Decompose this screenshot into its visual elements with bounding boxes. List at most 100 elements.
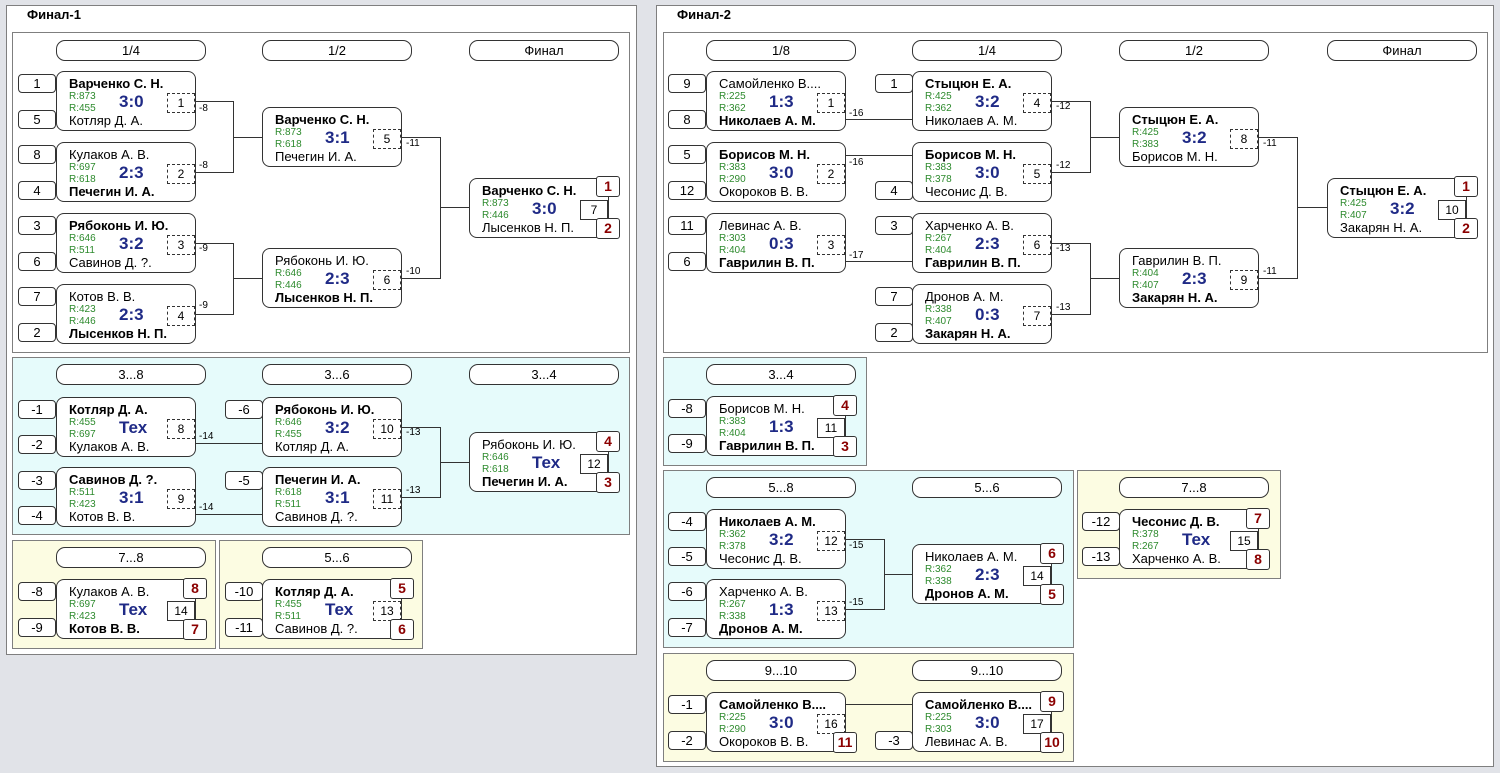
player-top: Рябоконь И. Ю. bbox=[482, 437, 576, 452]
rating-bottom: R:404 bbox=[719, 245, 746, 256]
rating-top: R:362 bbox=[925, 564, 952, 575]
bracket-line bbox=[1090, 137, 1119, 138]
player-top: Стыцюн Е. А. bbox=[1340, 183, 1427, 198]
seed-box: -9 bbox=[668, 434, 706, 453]
match-score: 3:0 bbox=[119, 92, 144, 111]
match-box[interactable]: Варченко С. Н. R:873 R:446 3:0 7 Лысенко… bbox=[469, 178, 609, 238]
player-top: Борисов М. Н. bbox=[925, 147, 1017, 162]
player-bottom: Закарян Н. А. bbox=[1340, 220, 1423, 235]
rating-bottom: R:511 bbox=[275, 499, 301, 510]
place-badge: 4 bbox=[596, 431, 620, 452]
match-box[interactable]: Кулаков А. В. R:697 R:618 2:3 2 Печегин … bbox=[56, 142, 196, 202]
match-box[interactable]: Чесонис Д. В. R:378 R:267 Тех 15 Харченк… bbox=[1119, 509, 1259, 569]
bracket-line bbox=[233, 278, 262, 279]
seed-box: -10 bbox=[225, 582, 263, 601]
match-box[interactable]: Николаев А. М. R:362 R:338 2:3 14 Дронов… bbox=[912, 544, 1052, 604]
round-header: 3...4 bbox=[706, 364, 856, 385]
loser-link: -13 bbox=[406, 485, 421, 496]
round-header: 3...6 bbox=[262, 364, 412, 385]
player-bottom: Закарян Н. А. bbox=[1132, 290, 1218, 305]
match-box[interactable]: Борисов М. Н. R:383 R:404 1:3 11 Гаврили… bbox=[706, 396, 846, 456]
round-header: 9...10 bbox=[706, 660, 856, 681]
rating-bottom: R:404 bbox=[925, 245, 952, 256]
player-top: Рябоконь И. Ю. bbox=[275, 402, 375, 417]
player-top: Кулаков А. В. bbox=[69, 584, 150, 599]
player-bottom: Левинас А. В. bbox=[925, 734, 1008, 749]
bracket-line bbox=[402, 137, 440, 138]
rating-top: R:425 bbox=[1132, 127, 1159, 138]
match-box[interactable]: Стыцюн Е. А. R:425 R:407 3:2 10 Закарян … bbox=[1327, 178, 1467, 238]
round-header: 3...4 bbox=[469, 364, 619, 385]
loser-link: -13 bbox=[1056, 302, 1071, 313]
loser-link: -16 bbox=[849, 108, 864, 119]
seed-box: -6 bbox=[668, 582, 706, 601]
match-score: Тех bbox=[119, 600, 148, 619]
match-box[interactable]: Стыцюн Е. А. R:425 R:383 3:2 8 Борисов М… bbox=[1119, 107, 1259, 167]
match-box[interactable]: Левинас А. В. R:303 R:404 0:3 3 Гаврилин… bbox=[706, 213, 846, 273]
match-number: 6 bbox=[373, 270, 401, 290]
match-box[interactable]: Котов В. В. R:423 R:446 2:3 4 Лысенков Н… bbox=[56, 284, 196, 344]
player-bottom: Печегин И. А. bbox=[275, 149, 357, 164]
match-box[interactable]: Рябоконь И. Ю. R:646 R:455 3:2 10 Котляр… bbox=[262, 397, 402, 457]
match-box[interactable]: Самойленко В.... R:225 R:362 1:3 1 Никол… bbox=[706, 71, 846, 131]
match-box[interactable]: Котляр Д. А. R:455 R:511 Тех 13 Савинов … bbox=[262, 579, 402, 639]
match-number: 14 bbox=[167, 601, 195, 621]
player-top: Самойленко В.... bbox=[719, 76, 821, 91]
loser-link: -15 bbox=[849, 540, 864, 551]
match-box[interactable]: Варченко С. Н. R:873 R:455 3:0 1 Котляр … bbox=[56, 71, 196, 131]
player-bottom: Окороков В. В. bbox=[719, 184, 809, 199]
match-box[interactable]: Борисов М. Н. R:383 R:290 3:0 2 Окороков… bbox=[706, 142, 846, 202]
match-number: 2 bbox=[167, 164, 195, 184]
match-box[interactable]: Савинов Д. ?. R:511 R:423 3:1 9 Котов В.… bbox=[56, 467, 196, 527]
seed-box: -6 bbox=[225, 400, 263, 419]
match-number: 1 bbox=[167, 93, 195, 113]
match-box[interactable]: Харченко А. В. R:267 R:404 2:3 6 Гаврили… bbox=[912, 213, 1052, 273]
match-box[interactable]: Варченко С. Н. R:873 R:618 3:1 5 Печегин… bbox=[262, 107, 402, 167]
match-box[interactable]: Харченко А. В. R:267 R:338 1:3 13 Дронов… bbox=[706, 579, 846, 639]
match-box[interactable]: Самойленко В.... R:225 R:290 3:0 16 Окор… bbox=[706, 692, 846, 752]
rating-top: R:225 bbox=[719, 712, 746, 723]
bracket-line bbox=[196, 243, 233, 244]
bracket-line bbox=[1052, 314, 1090, 315]
match-score: 3:2 bbox=[119, 234, 144, 253]
match-number: 17 bbox=[1023, 714, 1051, 734]
final1-title: Финал-1 bbox=[27, 7, 81, 22]
match-box[interactable]: Рябоконь И. Ю. R:646 R:511 3:2 3 Савинов… bbox=[56, 213, 196, 273]
match-number: 7 bbox=[580, 200, 608, 220]
rating-bottom: R:407 bbox=[925, 316, 952, 327]
player-bottom: Печегин И. А. bbox=[69, 184, 155, 199]
seed-box: -3 bbox=[875, 731, 913, 750]
rating-top: R:873 bbox=[69, 91, 96, 102]
match-number: 9 bbox=[1230, 270, 1258, 290]
rating-bottom: R:618 bbox=[482, 464, 509, 475]
match-box[interactable]: Николаев А. М. R:362 R:378 3:2 12 Чесони… bbox=[706, 509, 846, 569]
rating-bottom: R:446 bbox=[69, 316, 96, 327]
rating-bottom: R:362 bbox=[925, 103, 952, 114]
match-number: 10 bbox=[1438, 200, 1466, 220]
match-box[interactable]: Стыцюн Е. А. R:425 R:362 3:2 4 Николаев … bbox=[912, 71, 1052, 131]
match-box[interactable]: Котляр Д. А. R:455 R:697 Тех 8 Кулаков А… bbox=[56, 397, 196, 457]
match-box[interactable]: Печегин И. А. R:618 R:511 3:1 11 Савинов… bbox=[262, 467, 402, 527]
match-score: 3:1 bbox=[119, 488, 144, 507]
bracket-line bbox=[846, 609, 884, 610]
seed-box: -2 bbox=[18, 435, 56, 454]
bracket-line bbox=[1259, 278, 1297, 279]
seed-box: -8 bbox=[18, 582, 56, 601]
match-box[interactable]: Борисов М. Н. R:383 R:378 3:0 5 Чесонис … bbox=[912, 142, 1052, 202]
bracket-line bbox=[402, 278, 440, 279]
match-box[interactable]: Рябоконь И. Ю. R:646 R:446 2:3 6 Лысенко… bbox=[262, 248, 402, 308]
match-box[interactable]: Гаврилин В. П. R:404 R:407 2:3 9 Закарян… bbox=[1119, 248, 1259, 308]
rating-top: R:646 bbox=[69, 233, 96, 244]
match-box[interactable]: Самойленко В.... R:225 R:303 3:0 17 Леви… bbox=[912, 692, 1052, 752]
player-top: Харченко А. В. bbox=[925, 218, 1014, 233]
bracket-line bbox=[196, 514, 262, 515]
match-box[interactable]: Рябоконь И. Ю. R:646 R:618 Тех 12 Печеги… bbox=[469, 432, 609, 492]
match-box[interactable]: Кулаков А. В. R:697 R:423 Тех 14 Котов В… bbox=[56, 579, 196, 639]
rating-bottom: R:338 bbox=[925, 576, 952, 587]
match-box[interactable]: Дронов А. М. R:338 R:407 0:3 7 Закарян Н… bbox=[912, 284, 1052, 344]
match-number: 9 bbox=[167, 489, 195, 509]
seed-box: -4 bbox=[668, 512, 706, 531]
match-number: 1 bbox=[817, 93, 845, 113]
seed-box: 4 bbox=[875, 181, 913, 200]
loser-link: -8 bbox=[199, 103, 208, 114]
